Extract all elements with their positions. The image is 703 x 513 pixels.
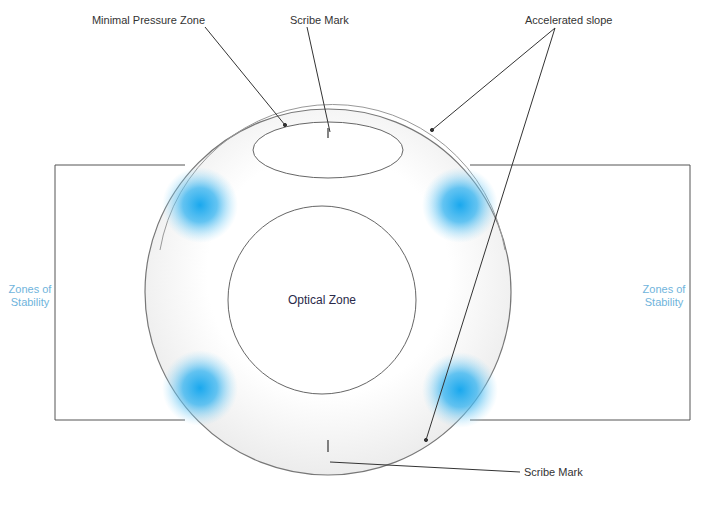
optical-zone-circle: Optical Zone [227, 205, 417, 395]
zone-label: Zones of Stability [6, 283, 54, 309]
callout-label: Minimal Pressure Zone [92, 14, 205, 27]
minimal-pressure-ellipse [253, 122, 403, 178]
callout-label: Scribe Mark [524, 466, 583, 479]
zone-label: Optical Zone [288, 293, 356, 307]
callout-label: Accelerated slope [525, 14, 612, 27]
lens-outline [145, 109, 511, 475]
callout-label: Scribe Mark [290, 14, 349, 27]
zone-label: Zones of Stability [640, 283, 688, 309]
leader-lines [205, 27, 555, 472]
stability-spots [162, 167, 498, 428]
